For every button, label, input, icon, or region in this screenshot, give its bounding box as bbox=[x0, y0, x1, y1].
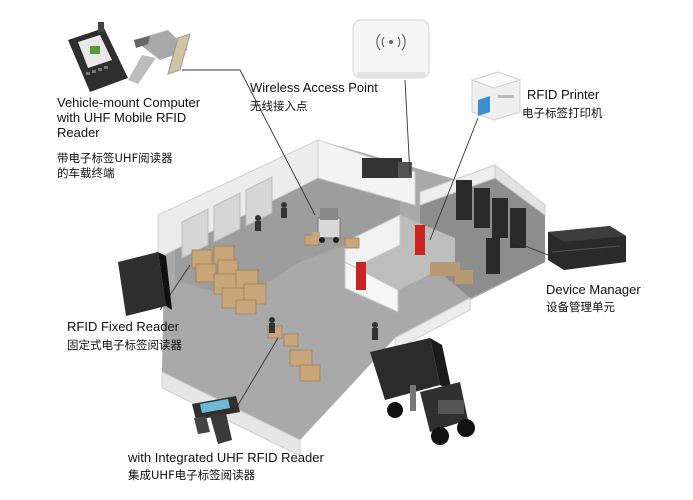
printer-label: RFID Printer bbox=[527, 87, 600, 102]
fixed-reader-icon bbox=[118, 252, 172, 316]
vehicle-computer-label-zh: 带电子标签UHF阅读器 的车载终端 bbox=[57, 151, 173, 180]
device-manager-label: Device Manager bbox=[546, 282, 641, 297]
access-point-icon bbox=[352, 19, 430, 79]
fixed-reader-label-zh: 固定式电子标签阅读器 bbox=[67, 338, 182, 352]
device-manager-label-zh: 设备管理单元 bbox=[546, 300, 615, 314]
handheld-scanner-icon bbox=[128, 30, 191, 84]
device-manager-icon bbox=[548, 226, 626, 270]
vehicle-computer-icon bbox=[68, 22, 128, 92]
truck-icon bbox=[370, 338, 475, 445]
handheld-reader-label-zh: 集成UHF电子标签阅读器 bbox=[128, 468, 256, 482]
warehouse-illustration bbox=[157, 139, 546, 457]
printer-label-zh: 电子标签打印机 bbox=[522, 106, 603, 120]
forklift-icon bbox=[312, 208, 341, 243]
handheld-reader-icon bbox=[192, 396, 240, 444]
fixed-reader-label: RFID Fixed Reader bbox=[67, 319, 179, 334]
vehicle-computer-label: Vehicle-mount Computer with UHF Mobile R… bbox=[57, 95, 201, 140]
printer-icon bbox=[470, 71, 522, 121]
handheld-reader-label: with Integrated UHF RFID Reader bbox=[128, 450, 324, 465]
access-point-label-zh: 无线接入点 bbox=[250, 99, 308, 113]
access-point-label: Wireless Access Point bbox=[250, 80, 378, 95]
